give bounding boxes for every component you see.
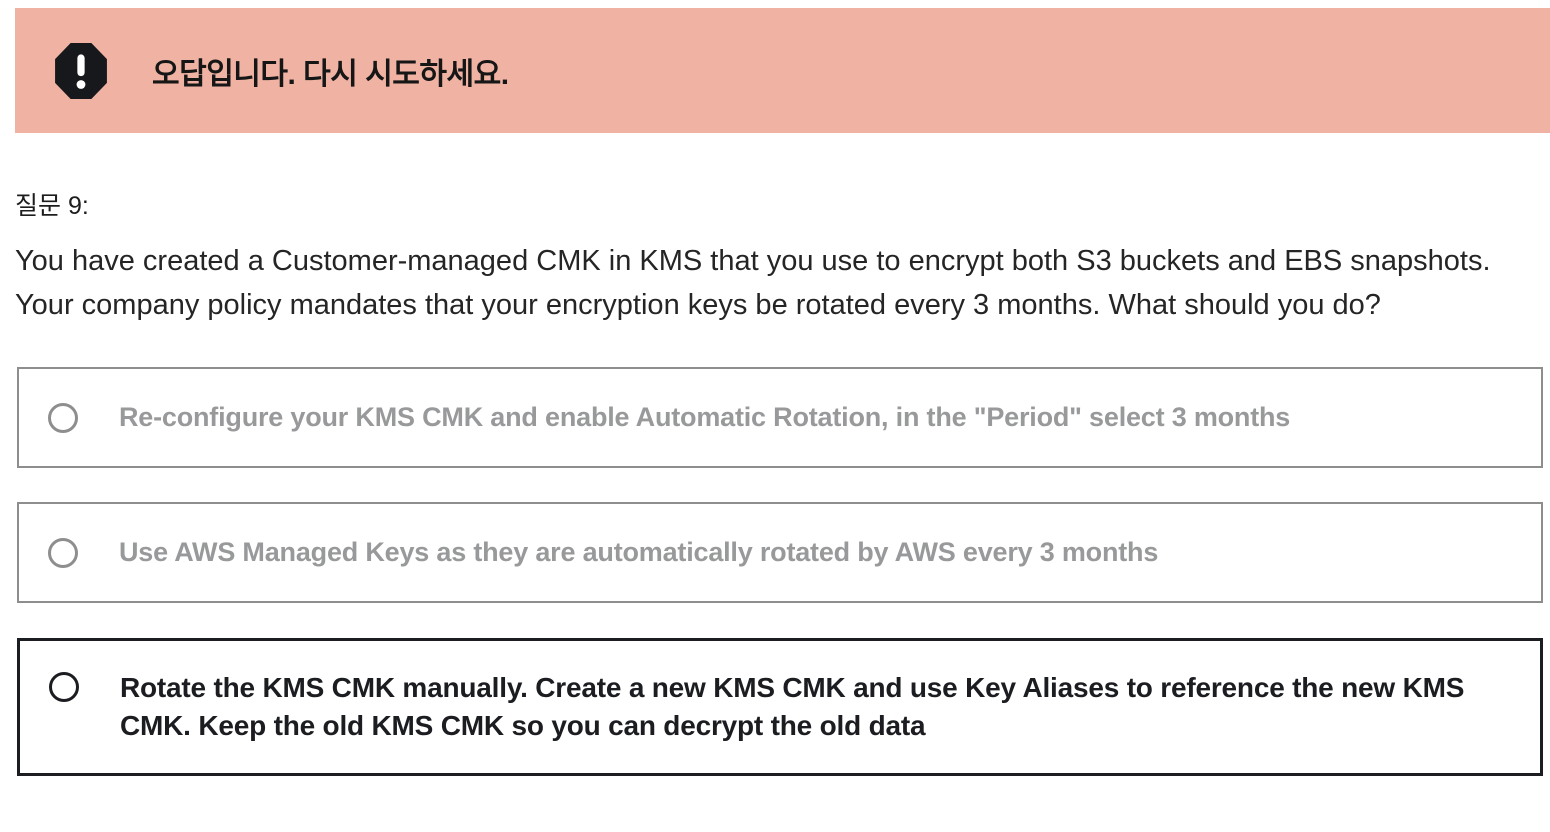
answer-option-2-label: Use AWS Managed Keys as they are automat…	[119, 537, 1159, 567]
answer-options-list: Re-configure your KMS CMK and enable Aut…	[17, 367, 1543, 776]
alert-message: 오답입니다. 다시 시도하세요.	[152, 57, 509, 91]
alert-octagon-icon	[55, 42, 107, 99]
answer-option-1-label: Re-configure your KMS CMK and enable Aut…	[119, 402, 1291, 432]
answer-option-3-label: Rotate the KMS CMK manually. Create a ne…	[120, 672, 1465, 741]
answer-option-3[interactable]: Rotate the KMS CMK manually. Create a ne…	[17, 638, 1543, 776]
radio-button-option-3[interactable]	[49, 672, 79, 702]
radio-button-option-1[interactable]	[48, 402, 78, 433]
answer-option-1[interactable]: Re-configure your KMS CMK and enable Aut…	[17, 367, 1543, 468]
question-number-label: 질문 9:	[15, 192, 89, 220]
quiz-page: 오답입니다. 다시 시도하세요. 질문 9: You have created …	[0, 8, 1550, 832]
radio-button-option-2[interactable]	[48, 537, 78, 568]
question-text: You have created a Customer-managed CMK …	[15, 245, 1491, 321]
error-alert-banner: 오답입니다. 다시 시도하세요.	[15, 8, 1550, 133]
answer-option-2[interactable]: Use AWS Managed Keys as they are automat…	[17, 502, 1543, 603]
